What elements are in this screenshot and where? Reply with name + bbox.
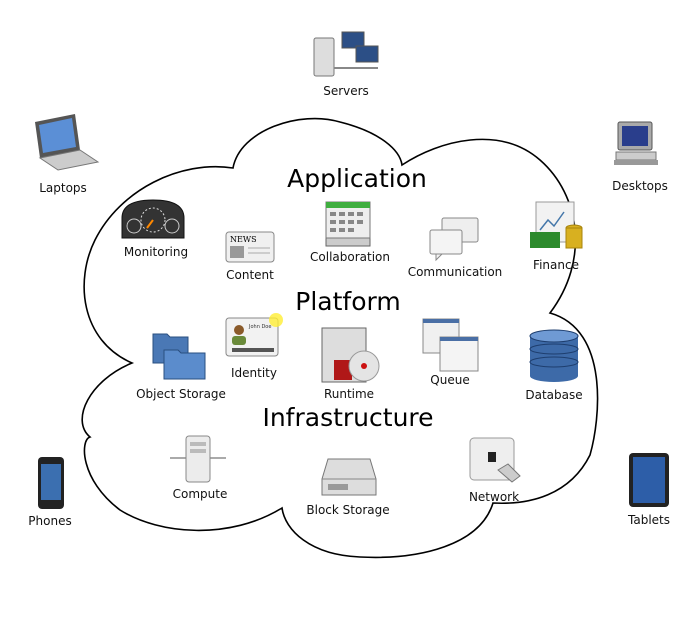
tablets-label: Tablets [628,513,670,527]
servers-label: Servers [323,84,369,98]
laptop-icon [35,114,100,171]
monitoring-label: Monitoring [123,245,189,259]
folders-object-storage-icon [152,333,206,380]
block-storage-label: Block Storage [306,503,390,517]
network-label: Network [468,490,520,504]
queue-label: Queue [430,373,470,387]
heading-application: Application [287,164,427,193]
desktops-label: Desktops [612,179,668,193]
id-card-identity-icon: John Doe [225,313,283,357]
chat-bubbles-communication-icon [429,217,479,262]
runtime-label: Runtime [323,387,375,401]
news-content-icon: NEWS [225,231,275,263]
phones-label: Phones [28,514,72,528]
monitoring-gauge-icon [121,199,185,239]
laptops-label: Laptops [39,181,87,195]
content-label: Content [226,268,274,282]
finance-label: Finance [533,258,579,272]
finance-chart-money-icon [530,201,583,249]
database-cylinder-icon [529,329,579,382]
server-tower-compute-icon [170,435,226,483]
news-icon-text: NEWS [230,235,257,244]
calendar-collaboration-icon [325,201,371,247]
servers-icon [313,31,379,77]
windows-queue-icon [422,318,479,372]
heading-platform: Platform [295,287,401,316]
network-port-icon [469,437,521,483]
id-card-name-text: John Doe [248,324,271,330]
communication-label: Communication [407,265,503,279]
phone-icon [38,457,64,509]
identity-label: Identity [231,366,277,380]
heading-infrastructure: Infrastructure [262,403,434,432]
collaboration-label: Collaboration [310,250,390,264]
compute-label: Compute [172,487,228,501]
hard-drive-block-storage-icon [321,458,377,496]
desktop-icon [614,121,658,165]
database-label: Database [525,388,583,402]
runtime-box-disc-icon [321,327,380,383]
tablet-icon [629,453,669,507]
object-storage-label: Object Storage [136,387,226,401]
